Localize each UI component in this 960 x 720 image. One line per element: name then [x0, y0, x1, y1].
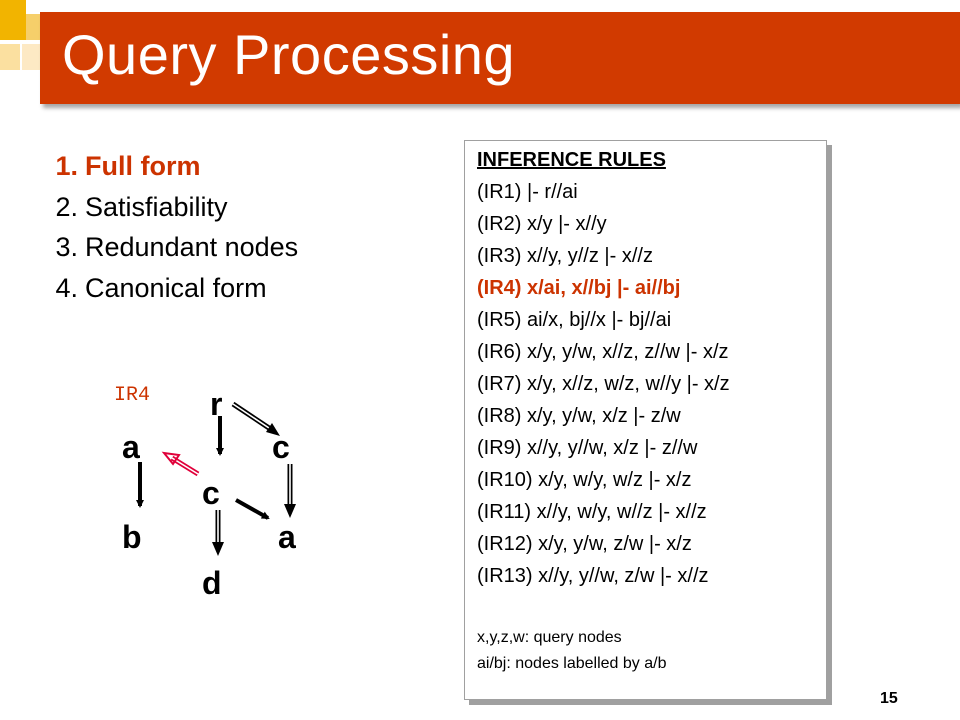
- step-label: Canonical form: [85, 272, 267, 303]
- query-tree-diagram: IR4 r a c c b a d: [114, 384, 296, 601]
- decor-square-light: [22, 44, 40, 70]
- edge-r-to-c-right: [231, 401, 280, 436]
- tree-node-r: r: [210, 386, 222, 422]
- title-bar: [40, 12, 960, 104]
- tree-node-c-middle: c: [202, 475, 220, 511]
- page-number: 15: [880, 690, 898, 707]
- rule-item: (IR13) x//y, y//w, z/w |- x//z: [477, 565, 709, 587]
- edge-c-right-to-a-right: [284, 464, 296, 518]
- step-number: 2.: [55, 191, 78, 222]
- tree-node-b: b: [122, 519, 142, 555]
- rule-item: (IR8) x/y, y/w, x/z |- z/w: [477, 405, 681, 427]
- edge-c-middle-to-a-right: [235, 498, 270, 520]
- step-number: 1.: [55, 151, 78, 181]
- rule-item: (IR3) x//y, y//z |- x//z: [477, 245, 653, 267]
- step-label: Redundant nodes: [85, 232, 299, 262]
- step-item: 1.Full form: [40, 146, 298, 187]
- rules-legend: x,y,z,w: query nodes ai/bj: nodes labell…: [477, 625, 666, 677]
- rule-item: (IR11) x//y, w/y, w//z |- x//z: [477, 501, 707, 523]
- decor-square-yellow: [0, 0, 26, 40]
- step-number: 4.: [55, 272, 78, 303]
- rule-item: (IR4) x/ai, x//bj |- ai//bj: [477, 277, 681, 299]
- tree-node-a-right: a: [278, 519, 296, 555]
- inference-rules-box: INFERENCE RULES (IR1) |- r//ai (IR2) x/y …: [464, 140, 827, 700]
- slide-title: Query Processing: [62, 23, 516, 86]
- rule-item: (IR7) x/y, x//z, w/z, w//y |- x/z: [477, 373, 730, 395]
- step-item: 2.Satisfiability: [40, 187, 298, 228]
- rule-item: (IR9) x//y, y//w, x/z |- z//w: [477, 437, 698, 459]
- tree-node-a-left: a: [122, 429, 140, 465]
- tree-node-c-right: c: [272, 429, 290, 465]
- step-number: 3.: [55, 232, 78, 262]
- edge-c-middle-to-d: [212, 510, 224, 556]
- rule-item: (IR6) x/y, y/w, x//z, z//w |- x/z: [477, 341, 729, 363]
- rules-list: (IR1) |- r//ai (IR2) x/y |- x//y (IR3) x//…: [477, 177, 730, 593]
- decor-square-pale: [0, 44, 20, 70]
- rule-item: (IR1) |- r//ai: [477, 181, 578, 203]
- legend-line: x,y,z,w: query nodes: [477, 629, 622, 646]
- rule-item: (IR2) x/y |- x//y: [477, 213, 607, 235]
- step-item: 4.Canonical form: [40, 268, 298, 309]
- step-label: Satisfiability: [85, 191, 228, 222]
- rules-heading: INFERENCE RULES: [477, 149, 666, 171]
- tree-node-d: d: [202, 565, 222, 601]
- legend-line: ai/bj: nodes labelled by a/b: [477, 655, 667, 672]
- rule-item: (IR12) x/y, y/w, z/w |- x/z: [477, 533, 692, 555]
- step-item: 3.Redundant nodes: [40, 227, 298, 268]
- rule-item: (IR10) x/y, w/y, w/z |- x/z: [477, 469, 692, 491]
- step-label: Full form: [85, 151, 201, 181]
- rule-label-ir4: IR4: [114, 384, 150, 407]
- edge-c-middle-to-a-left-inferred: [161, 451, 200, 477]
- rule-item: (IR5) ai/x, bj//x |- bj//ai: [477, 309, 672, 331]
